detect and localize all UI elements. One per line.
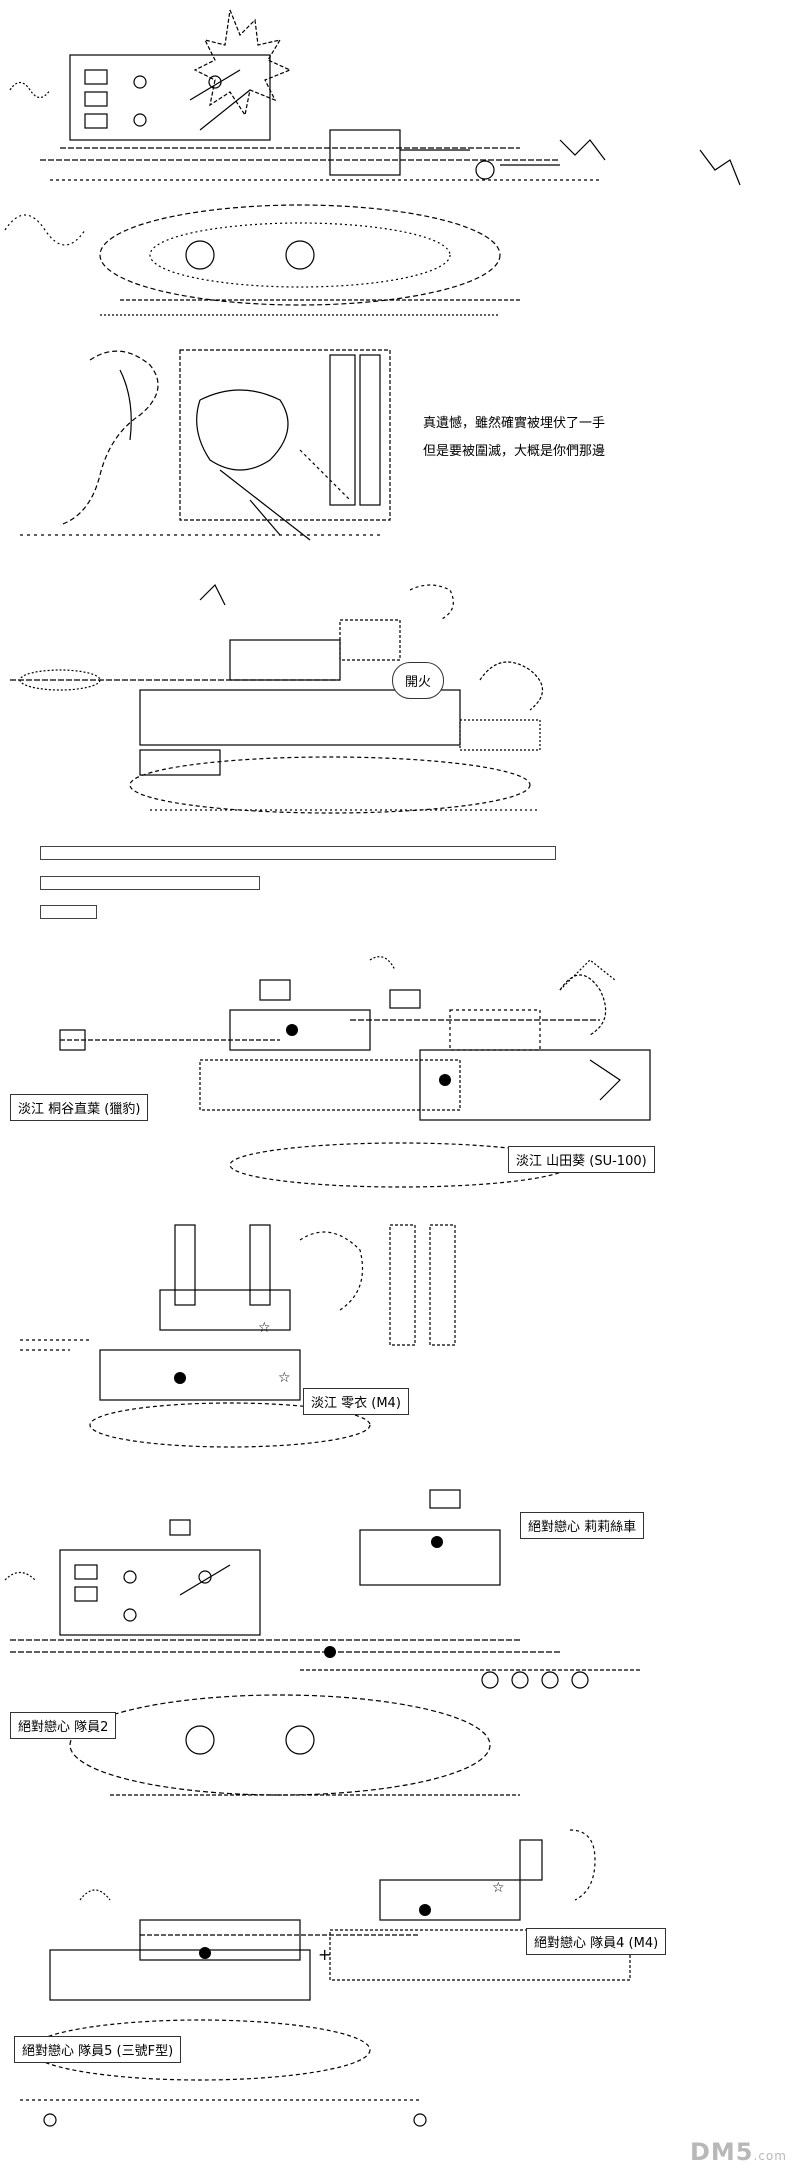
label-kirigaya: 淡江 桐谷直葉 (獵豹): [10, 1094, 149, 1121]
label-member5: 絕對戀心 隊員5 (三號F型): [14, 2036, 182, 2063]
panel-3-tank-firing: 開火: [0, 570, 800, 830]
blank-text-bar-1: [40, 846, 556, 860]
character-ascii-art: [20, 349, 391, 541]
watermark-dm5: DM5.com: [690, 2138, 787, 2166]
watermark-suffix: .com: [753, 2149, 787, 2163]
panel-6-lily-team: 絕對戀心 莉莉絲車 絕對戀心 隊員2: [0, 1480, 800, 1810]
panel-7-members-4-5: ☆ + 絕對戀心 隊員4 (M4) 絕對戀心 隊員5 (三號F型) DM5.co…: [0, 1820, 800, 2173]
tank-ascii-art-4: ☆ ☆: [20, 1224, 456, 1448]
tank-marker-dot-6: [199, 1947, 211, 1959]
tank-ascii-art-5: [4, 1489, 640, 1796]
label-lily: 絕對戀心 莉莉絲車: [520, 1512, 645, 1539]
tank-marker-dot-7: [419, 1904, 431, 1916]
tank-ascii-art-2: [10, 583, 544, 814]
blank-text-bar-3: [40, 905, 97, 919]
blank-text-bar-2: [40, 876, 260, 890]
tank-marker-dot-1: [286, 1024, 298, 1036]
fire-bubble-text: 開火: [405, 675, 432, 690]
star-icon: ☆: [278, 1370, 291, 1386]
tank-ascii-art-1: [4, 9, 741, 316]
dialogue-line-1: 真遺憾，雖然確實被埋伏了一手: [423, 416, 606, 431]
tank-marker-dot-2: [439, 1074, 451, 1086]
panel-2-dialogue: 真遺憾，雖然確實被埋伏了一手 但是要被圍滅，大概是你們那邊: [0, 330, 800, 570]
tank-ascii-art-6: ☆ +: [20, 1829, 631, 2127]
star-icon: ☆: [258, 1320, 271, 1336]
label-rei: 淡江 零衣 (M4): [303, 1388, 409, 1415]
dialogue-line-2: 但是要被圍滅，大概是你們那邊: [423, 444, 606, 459]
label-member4: 絕對戀心 隊員4 (M4): [526, 1928, 667, 1955]
panel-4-tankou-tanks: 淡江 桐谷直葉 (獵豹) 淡江 山田葵 (SU-100): [0, 950, 800, 1200]
panel-5-rei-m4: ☆ ☆ 淡江 零衣 (M4): [0, 1210, 800, 1470]
tank-marker-dot-5: [324, 1646, 336, 1658]
star-icon: ☆: [492, 1880, 505, 1896]
label-yamada: 淡江 山田葵 (SU-100): [508, 1146, 655, 1173]
label-member2: 絕對戀心 隊員2: [10, 1712, 117, 1739]
fire-speech-bubble: 開火: [392, 662, 445, 699]
tank-marker-dot-4: [431, 1536, 443, 1548]
tank-ascii-art-3: [59, 956, 651, 1188]
watermark-main: DM5: [690, 2138, 754, 2166]
cross-icon: +: [318, 1945, 331, 1964]
tank-marker-dot-3: [174, 1372, 186, 1384]
panel-1-tank-explosion: [0, 0, 800, 330]
